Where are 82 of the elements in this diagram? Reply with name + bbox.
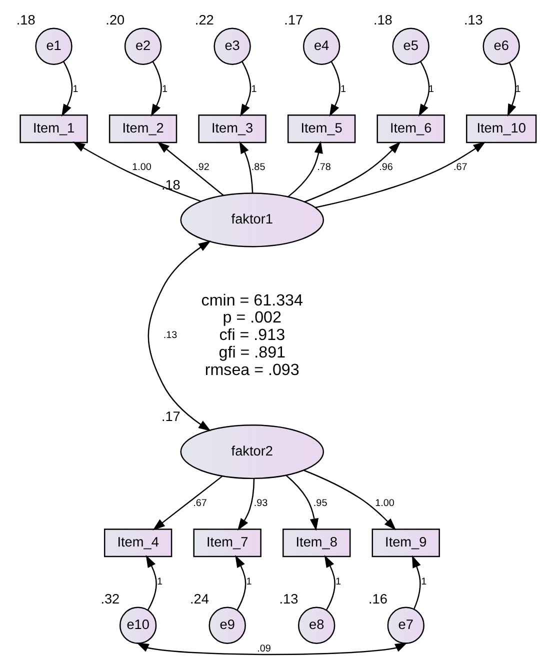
node-box: Item_6 [376, 114, 444, 144]
node-label: .17 [284, 12, 303, 28]
arrow [411, 555, 420, 610]
arrow [156, 142, 224, 196]
arrow [324, 555, 335, 610]
arrow [303, 470, 396, 530]
node-label: .17 [160, 409, 180, 424]
edge-label: 1 [250, 84, 256, 96]
edge-label: .67 [453, 162, 467, 174]
edge-label: 1 [72, 84, 78, 96]
node-circle: e4 [302, 28, 340, 65]
node-box: Item_10 [466, 114, 536, 144]
edge-label: .85 [250, 162, 265, 174]
node-circle: e5 [392, 28, 429, 65]
arrow [136, 642, 408, 656]
arrow [236, 478, 254, 531]
arrow [287, 140, 322, 198]
node-circle: e9 [208, 606, 246, 644]
node-box: Item_5 [286, 114, 356, 144]
node-circle: e10 [118, 606, 156, 644]
edge-label: .78 [316, 162, 330, 174]
edge-label: .09 [256, 643, 270, 654]
edge-label: .13 [162, 330, 177, 342]
label: cfi = .913 [218, 326, 285, 344]
node-box: Item_9 [371, 528, 440, 558]
edge-label: .67 [192, 498, 206, 510]
edge-label: 1 [246, 576, 252, 588]
edge-label: 1 [514, 84, 520, 96]
edge-label: 1 [161, 84, 167, 96]
node-circle: e8 [298, 606, 335, 644]
arrow [304, 141, 400, 202]
node-label: .13 [463, 12, 482, 28]
node-label: .32 [100, 591, 120, 606]
node-label: .13 [278, 591, 298, 606]
node-label: .24 [189, 591, 208, 606]
arrow [234, 555, 246, 610]
edge-label: 1.00 [132, 162, 151, 174]
edge-label: 1 [156, 576, 162, 588]
edge-label: .92 [195, 162, 209, 174]
node-label: .18 [160, 177, 180, 192]
arrow [314, 142, 486, 208]
node-circle: e2 [124, 28, 162, 65]
arrow [238, 141, 253, 194]
node-circle: e1 [34, 28, 72, 65]
arrow [150, 61, 162, 117]
label: p = .002 [222, 308, 281, 327]
arrow [145, 555, 156, 610]
arrow [285, 474, 318, 531]
node-ellipse: faktor2 [180, 424, 324, 480]
edge-label: 1.00 [374, 498, 394, 510]
arrow [418, 61, 430, 117]
node-box: Item_4 [103, 528, 172, 558]
arrow [152, 476, 222, 530]
node-circle: e3 [213, 28, 250, 65]
edge-label: 1 [340, 84, 346, 96]
label: gfi = .891 [218, 343, 285, 362]
edge-label: 1 [335, 576, 341, 588]
edge-label: .95 [312, 498, 327, 510]
node-ellipse: faktor1 [180, 192, 324, 248]
node-box: Item_1 [19, 114, 88, 144]
arrow [147, 240, 210, 432]
edge-label: .93 [253, 498, 268, 510]
arrow [506, 62, 516, 117]
arrow [72, 142, 200, 202]
edge-label: .96 [378, 162, 392, 174]
node-box: Item_7 [192, 528, 261, 558]
node-label: .18 [16, 12, 35, 28]
arrow [61, 61, 72, 117]
node-label: .20 [105, 12, 124, 28]
node-label: .22 [194, 12, 214, 28]
label: cmin = 61.334 [200, 291, 302, 310]
node-label: .16 [368, 591, 387, 606]
label: rmsea = .093 [204, 360, 299, 379]
arrow [240, 61, 251, 117]
node-box: Item_3 [198, 114, 266, 144]
node-box: Item_2 [108, 114, 177, 144]
node-circle: e7 [386, 606, 424, 644]
node-box: Item_8 [282, 528, 350, 558]
node-circle: e6 [482, 28, 520, 65]
node-label: .18 [372, 12, 392, 28]
arrow [328, 61, 340, 117]
edge-label: 1 [420, 576, 426, 588]
